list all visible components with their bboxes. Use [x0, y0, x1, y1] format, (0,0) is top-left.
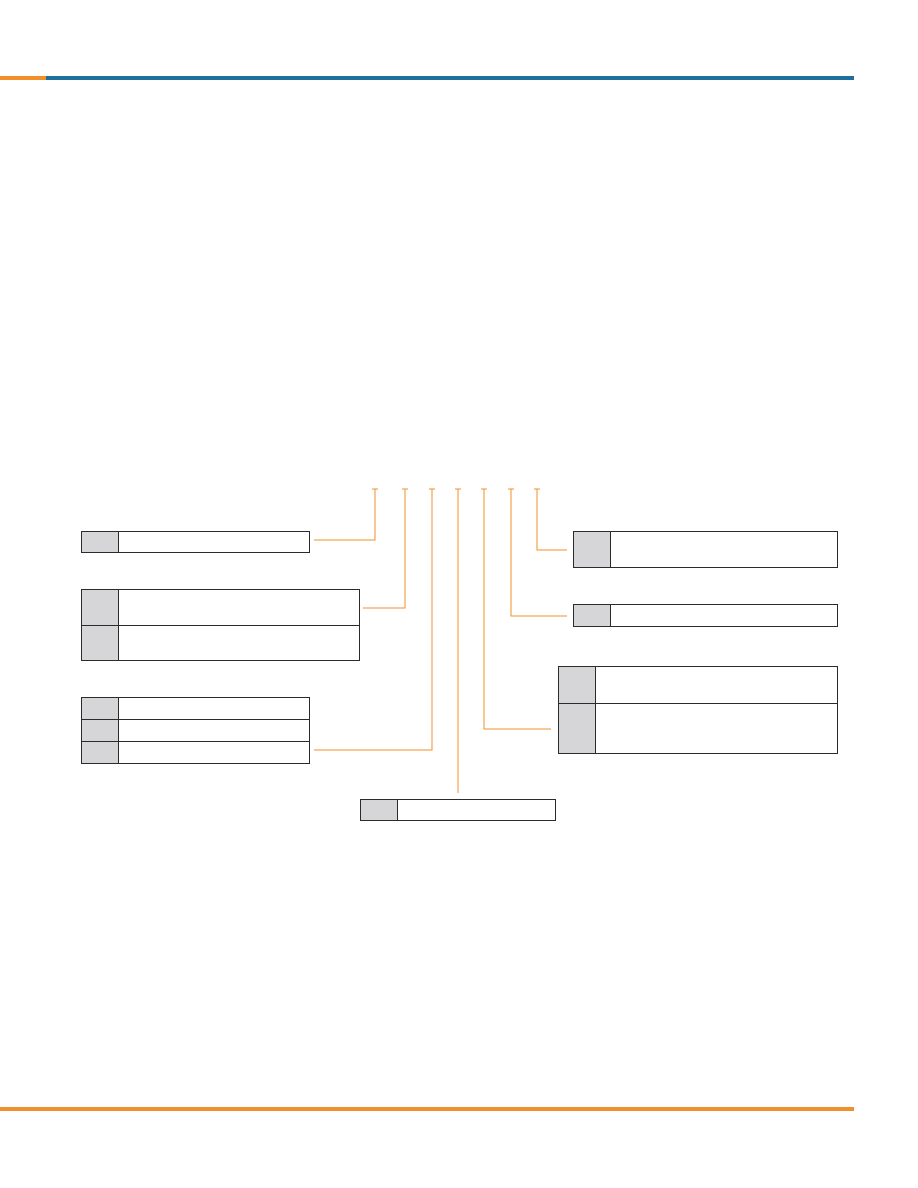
code-row	[82, 698, 309, 719]
code-row	[559, 667, 837, 703]
description-cell	[596, 704, 837, 753]
connector-line-2	[363, 489, 406, 609]
description-cell	[119, 698, 309, 719]
code-box-bottom-center	[360, 799, 556, 821]
description-cell	[611, 532, 837, 567]
code-row	[361, 800, 555, 820]
code-box-left-2	[81, 589, 360, 661]
description-cell	[119, 720, 309, 741]
description-cell	[119, 626, 359, 660]
connector-line-7	[536, 489, 567, 551]
code-row	[574, 532, 837, 567]
description-cell	[398, 800, 555, 820]
code-cell	[574, 605, 611, 626]
connector-line-1	[314, 489, 376, 541]
code-row	[82, 625, 359, 660]
footer-rule	[0, 1107, 854, 1111]
header-rule	[46, 76, 854, 80]
code-box-right-2	[573, 604, 838, 627]
code-row	[574, 605, 837, 626]
code-row	[82, 741, 309, 763]
code-box-right-1	[573, 531, 838, 568]
code-box-left-1	[81, 531, 310, 553]
description-cell	[611, 605, 837, 626]
connector-line-6	[510, 489, 567, 617]
code-cell	[82, 742, 119, 763]
code-cell	[82, 532, 119, 552]
code-row	[82, 719, 309, 741]
description-cell	[119, 590, 359, 625]
code-box-right-3	[558, 666, 838, 754]
code-cell	[82, 720, 119, 741]
code-row	[82, 590, 359, 625]
code-row	[82, 532, 309, 552]
code-cell	[82, 698, 119, 719]
header-accent-bar	[0, 76, 46, 80]
description-cell	[596, 667, 837, 703]
description-cell	[119, 742, 309, 763]
code-cell	[574, 532, 611, 567]
code-cell	[559, 704, 596, 753]
description-cell	[119, 532, 309, 552]
code-cell	[361, 800, 398, 820]
code-row	[559, 703, 837, 753]
code-cell	[82, 590, 119, 625]
connector-line-5	[483, 489, 551, 730]
code-cell	[82, 626, 119, 660]
code-cell	[559, 667, 596, 703]
code-box-left-3	[81, 697, 310, 764]
